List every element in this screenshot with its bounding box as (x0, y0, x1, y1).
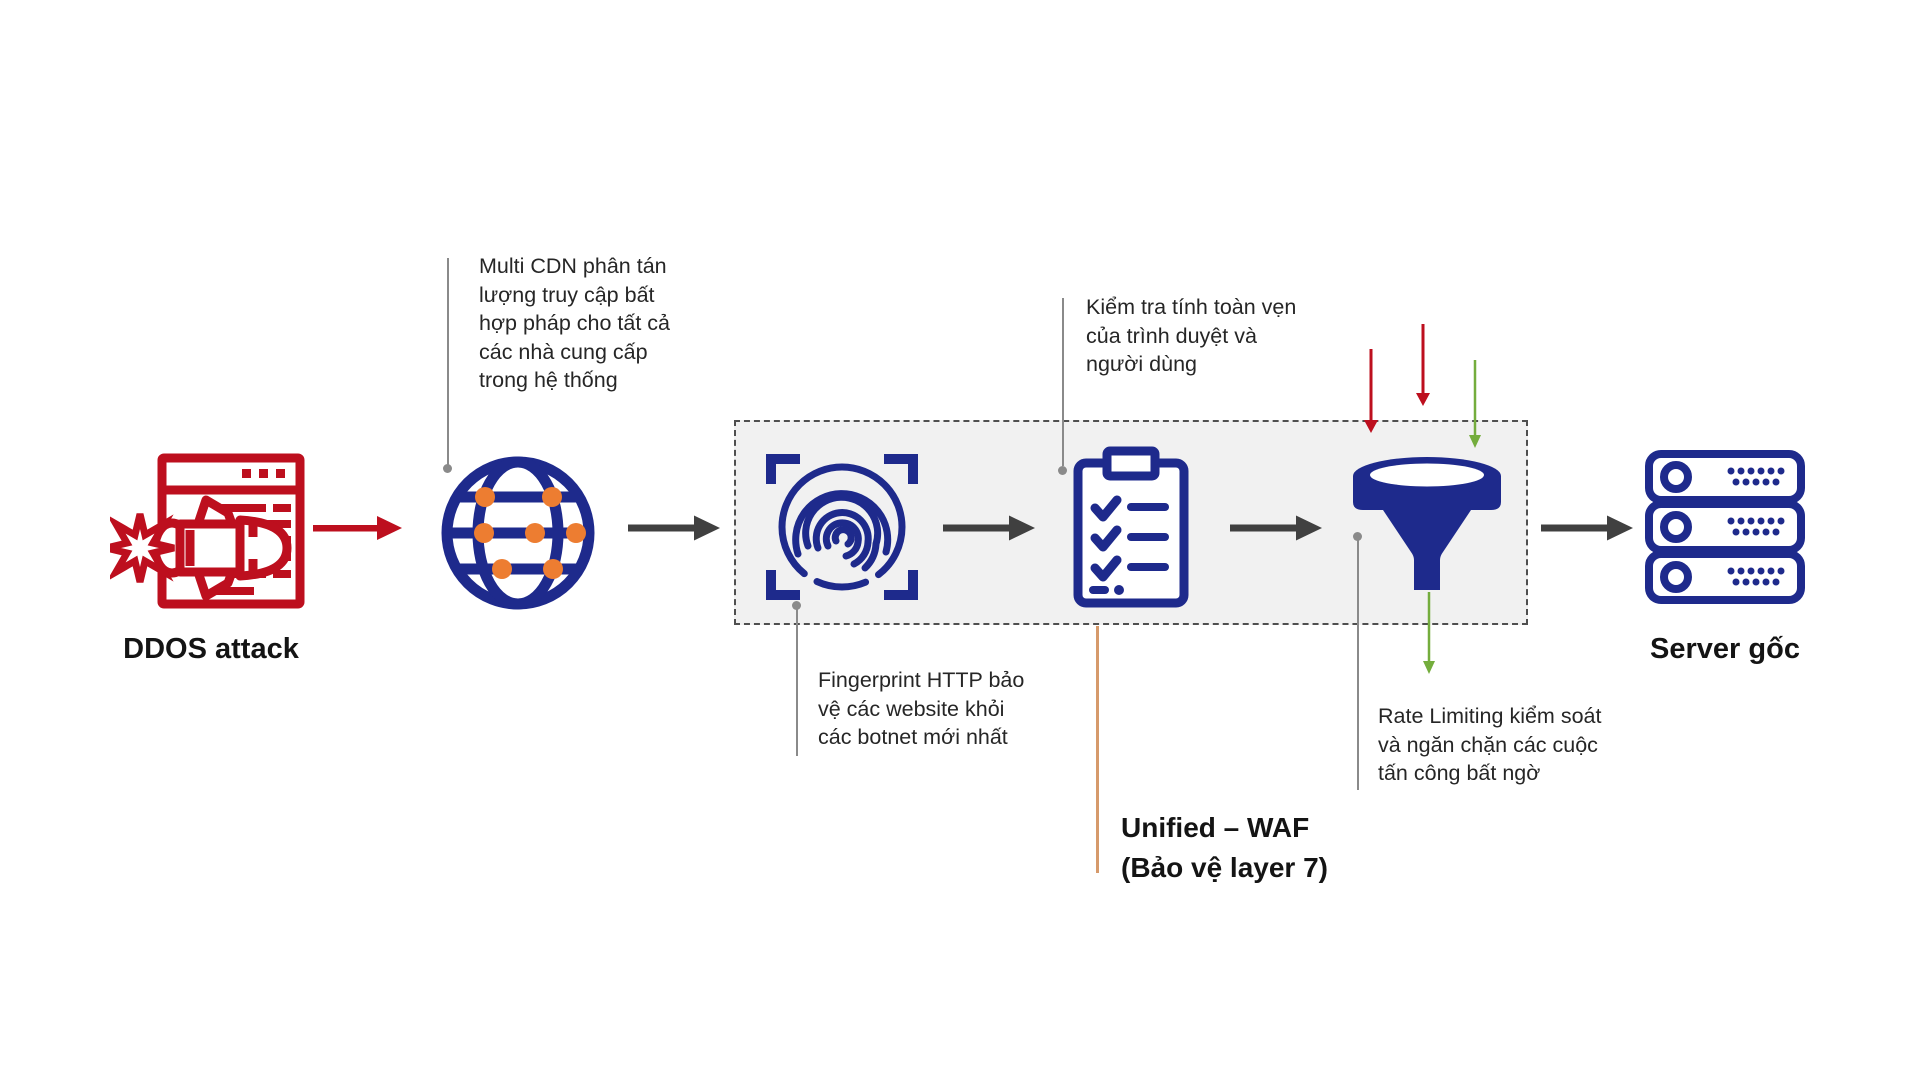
waf-callout-line (1096, 626, 1099, 873)
flow-arrow-4-icon (1541, 514, 1633, 542)
clean-traffic-arrow-in-icon (1466, 360, 1484, 448)
checklist-clipboard-icon (1071, 446, 1191, 610)
fingerprint-callout-dot (792, 601, 801, 610)
ddos-attack-label: DDOS attack (123, 633, 299, 665)
rate-limiting-callout-dot (1353, 532, 1362, 541)
malicious-traffic-arrow-1-icon (1362, 349, 1380, 433)
fingerprint-note: Fingerprint HTTP bảo vệ các website khỏi… (818, 668, 1025, 749)
globe-network-icon (441, 451, 595, 613)
rate-limiting-note: Rate Limiting kiểm soát và ngăn chặn các… (1378, 704, 1602, 785)
clean-traffic-arrow-out-icon (1420, 592, 1438, 674)
flow-arrow-1-icon (628, 514, 720, 542)
server-stack-icon (1645, 450, 1805, 606)
malicious-traffic-arrow-2-icon (1414, 324, 1432, 406)
ddos-attack-icon (110, 450, 310, 610)
integrity-callout-line (1062, 298, 1064, 466)
funnel-icon (1347, 452, 1507, 592)
multi-cdn-callout-dot (443, 464, 452, 473)
fingerprint-scan-icon (762, 446, 922, 608)
fingerprint-callout-line (796, 608, 798, 756)
integrity-note: Kiểm tra tính toàn vẹn của trình duyệt v… (1086, 295, 1297, 376)
flow-arrow-2-icon (943, 514, 1035, 542)
origin-server-label: Server gốc (1650, 633, 1800, 665)
waf-label: Unified – WAF (Bảo vệ layer 7) (1121, 812, 1328, 883)
multi-cdn-note: Multi CDN phân tán lượng truy cập bất hợ… (479, 254, 671, 392)
attack-arrow-right-icon (313, 515, 403, 541)
multi-cdn-callout-line (447, 258, 449, 466)
rate-limiting-callout-line (1357, 540, 1359, 790)
integrity-callout-dot (1058, 466, 1067, 475)
flow-arrow-3-icon (1230, 514, 1322, 542)
